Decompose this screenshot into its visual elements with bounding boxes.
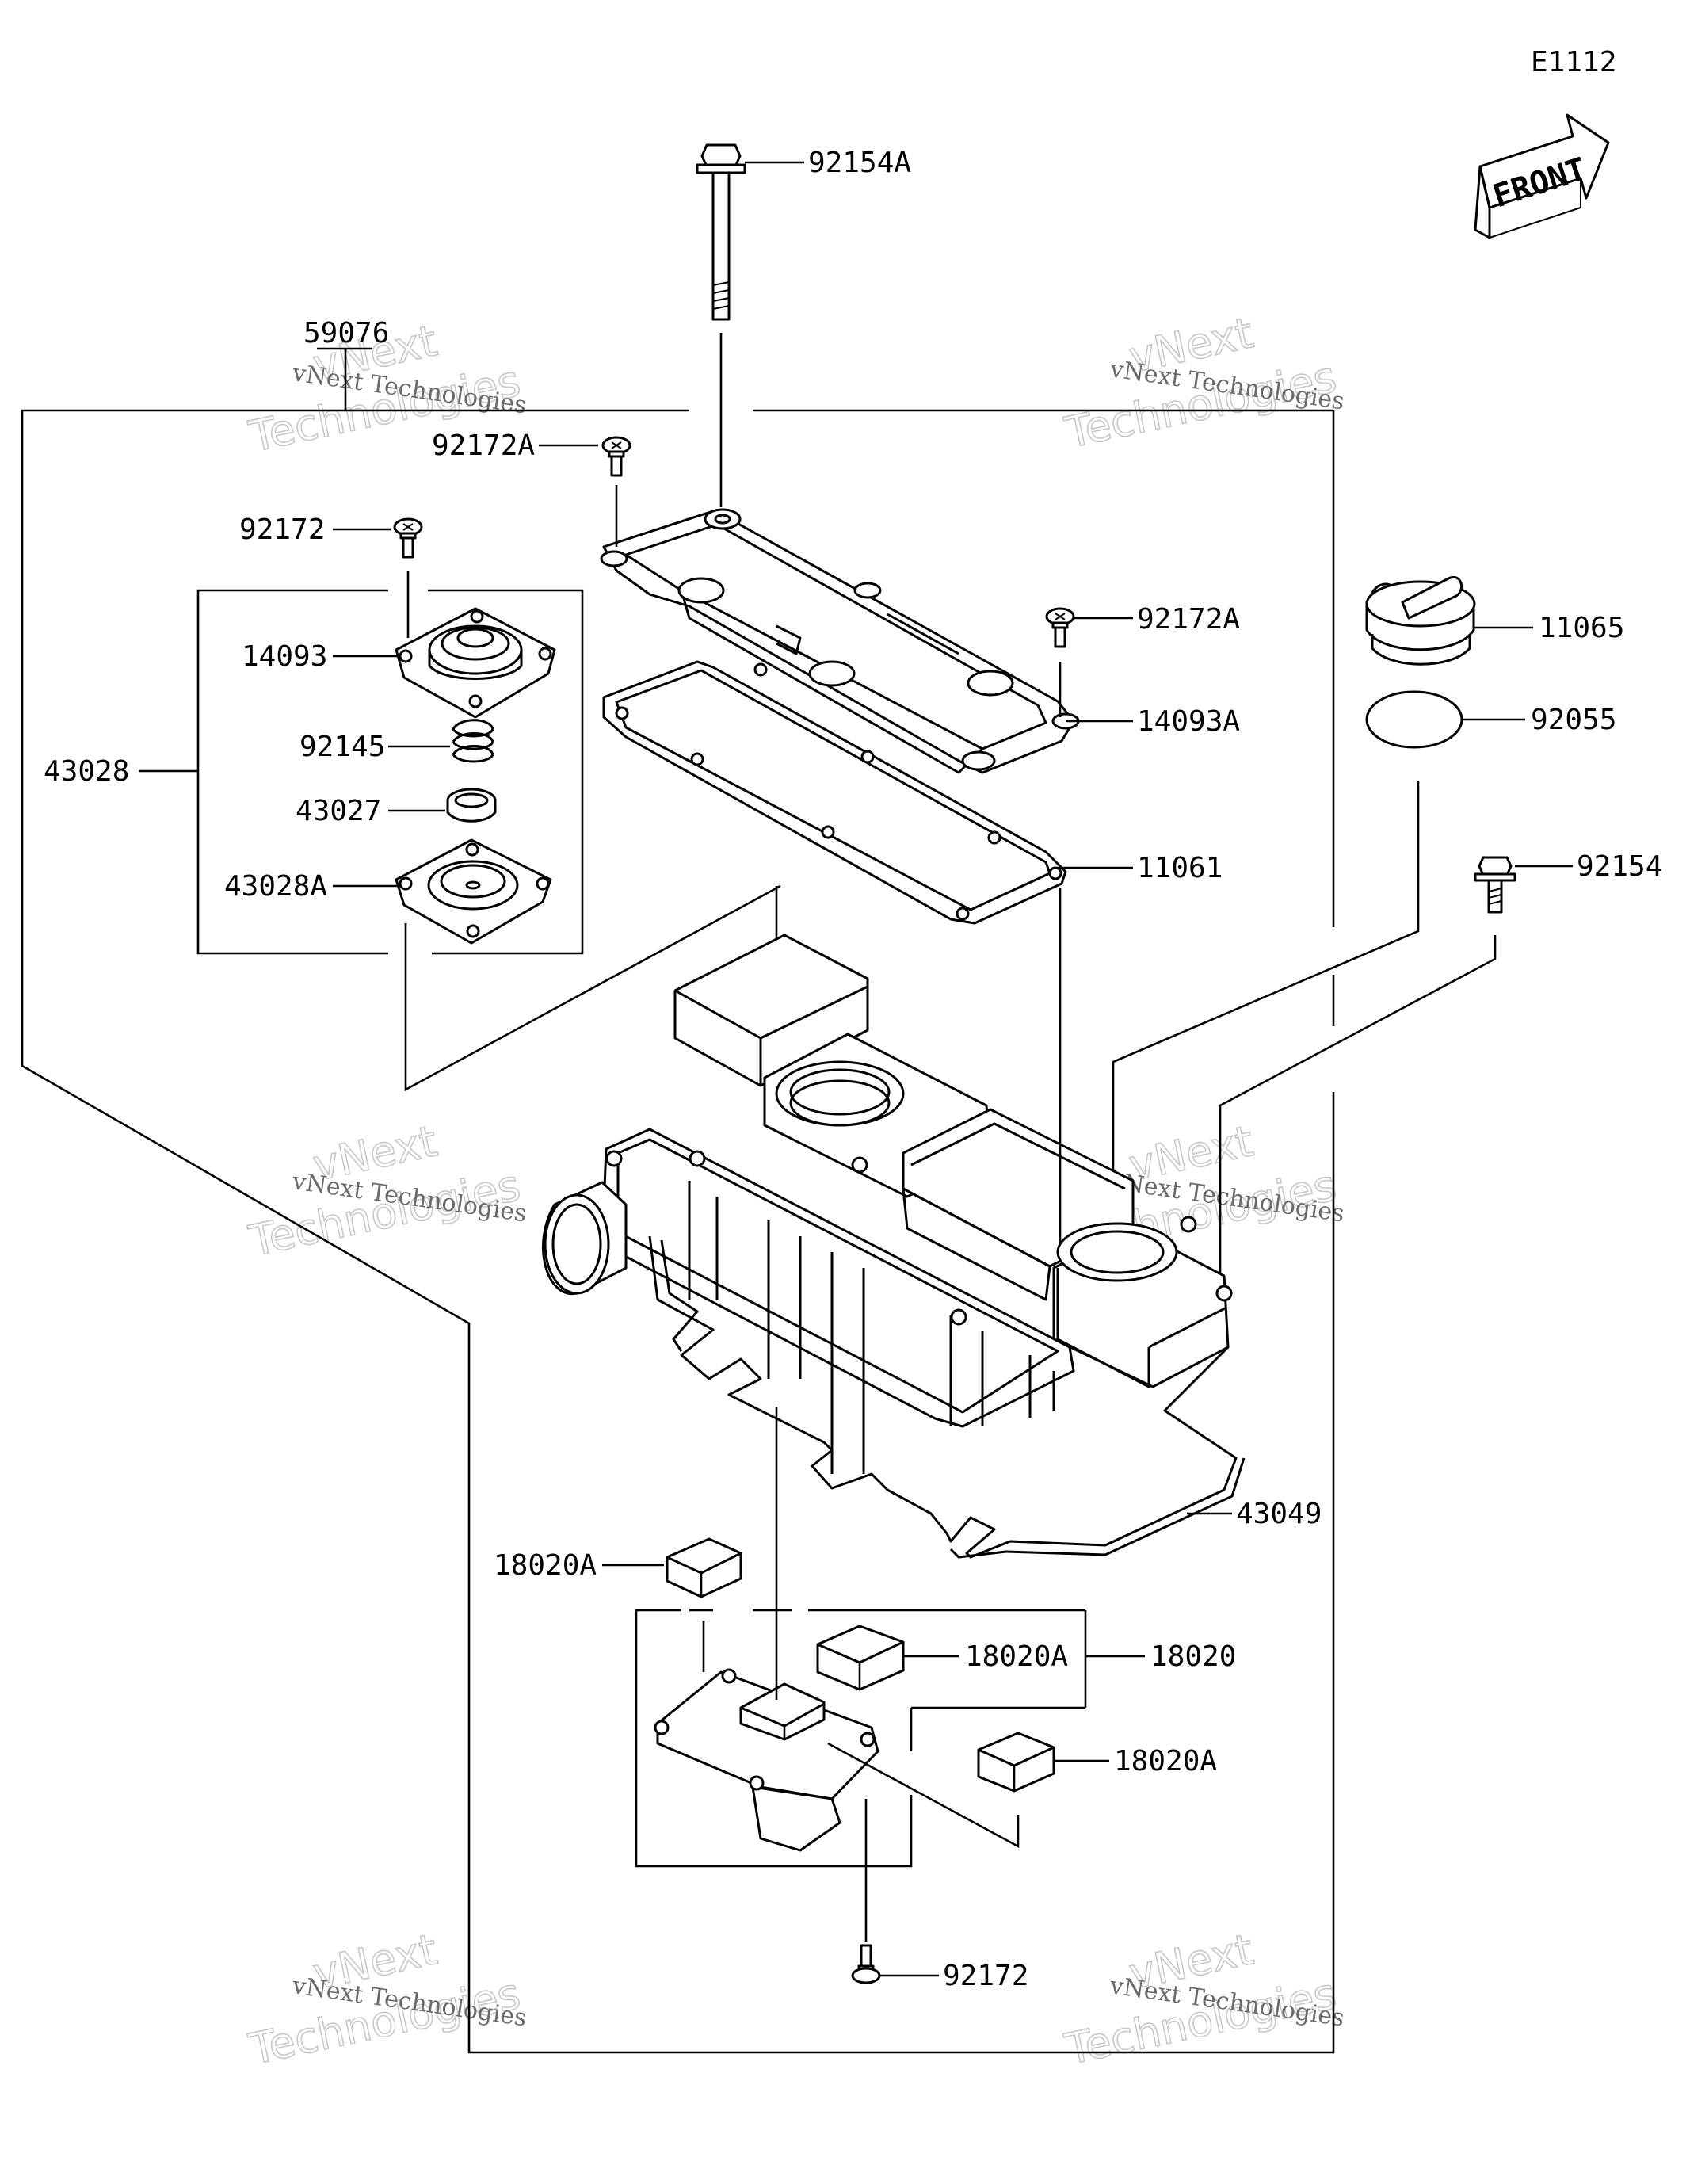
- watermark-mid-left: vNext Technologies vNext Technologies: [244, 1115, 528, 1266]
- assembly-outline-59076: [21, 349, 1335, 2054]
- callout-18020: 18020: [1085, 1640, 1236, 1673]
- cover-plate-14093A: [600, 508, 1080, 774]
- oil-filler-cap-11065: [1365, 575, 1476, 666]
- callout-label: 92172: [943, 1960, 1028, 1992]
- screw-92172-left: [393, 517, 423, 638]
- callout-43028A: 43028A: [224, 870, 400, 903]
- callout-59076: 59076: [303, 317, 389, 350]
- block-18020A-center: [816, 1625, 905, 1691]
- diagram-code: E1112: [1531, 46, 1616, 78]
- callout-label: 43028: [44, 755, 129, 788]
- callout-92154A: 92154A: [745, 147, 911, 179]
- callout-label: 92154A: [808, 147, 911, 179]
- breather-cover-14093: [395, 607, 556, 719]
- watermark-top-right: vNext Technologies vNext Technologies: [1060, 307, 1346, 458]
- callout-label: 14093A: [1137, 705, 1240, 738]
- screw-92172A-top: [601, 436, 631, 547]
- breather-plate-43028A: [395, 838, 552, 945]
- callout-92154: 92154: [1515, 850, 1662, 883]
- valve-43027: [446, 788, 497, 823]
- callout-label: 92055: [1531, 704, 1616, 736]
- bolt-92154: [1219, 856, 1516, 1308]
- breather-plate-18020: [654, 1668, 879, 1852]
- callout-label: 18020: [1150, 1640, 1236, 1673]
- callout-18020A-left: 18020A: [494, 1549, 664, 1582]
- callout-11065: 11065: [1474, 612, 1624, 644]
- callout-18020A-center: 18020A: [903, 1640, 1068, 1673]
- callout-11061: 11061: [1058, 852, 1223, 1244]
- leader-plate-right: [827, 1742, 1020, 1849]
- callout-label: 92172A: [1137, 603, 1240, 636]
- callout-label: 92154: [1577, 850, 1662, 883]
- callout-label: 43027: [296, 795, 381, 827]
- block-18020A-right: [977, 1732, 1055, 1793]
- callout-92055: 92055: [1463, 704, 1616, 736]
- callout-label: 92172: [239, 514, 325, 546]
- callout-14093: 14093: [242, 640, 400, 673]
- callout-label: 11065: [1539, 612, 1624, 644]
- front-arrow-icon: FRONT: [1474, 113, 1610, 239]
- callout-label: 18020A: [965, 1640, 1068, 1673]
- callout-92172-left: 92172: [239, 514, 391, 546]
- o-ring-92055: [1365, 690, 1463, 749]
- callout-label: 18020A: [494, 1549, 597, 1582]
- callout-14093A: 14093A: [1066, 705, 1240, 738]
- screw-92172A-mid: [1045, 607, 1075, 717]
- leader-cap-body: [1112, 781, 1420, 1248]
- gasket-11061: [602, 660, 1067, 925]
- cylinder-head-cover: [542, 934, 1233, 1474]
- callout-43049: 43049: [1187, 1498, 1322, 1530]
- spring-92145: [452, 719, 494, 763]
- callout-label: 43049: [1236, 1498, 1322, 1530]
- callout-92145: 92145: [299, 731, 450, 763]
- callout-43028: 43028: [44, 755, 198, 788]
- callout-label: 92145: [299, 731, 385, 763]
- callout-label: 59076: [303, 317, 389, 349]
- screw-92172-bottom: [851, 1799, 881, 1984]
- callout-18020A-right: 18020A: [1054, 1745, 1217, 1777]
- callout-92172-bottom: 92172: [879, 1960, 1028, 1992]
- callout-label: 18020A: [1114, 1745, 1217, 1777]
- assembly-outline-18020: [635, 1609, 1087, 1868]
- block-18020A-left: [666, 1537, 742, 1598]
- callout-43027: 43027: [296, 795, 445, 827]
- callout-label: 92172A: [432, 430, 535, 462]
- callout-92172A-mid: 92172A: [1074, 603, 1240, 636]
- gasket-43049: [648, 1235, 1246, 1559]
- leader-43028A-body: [404, 884, 781, 1092]
- long-bolt-92154A: [696, 143, 746, 507]
- callout-label: 43028A: [224, 870, 327, 903]
- callout-92172A-top: 92172A: [432, 430, 598, 462]
- callout-label: 11061: [1137, 852, 1223, 884]
- callout-label: 14093: [242, 640, 327, 673]
